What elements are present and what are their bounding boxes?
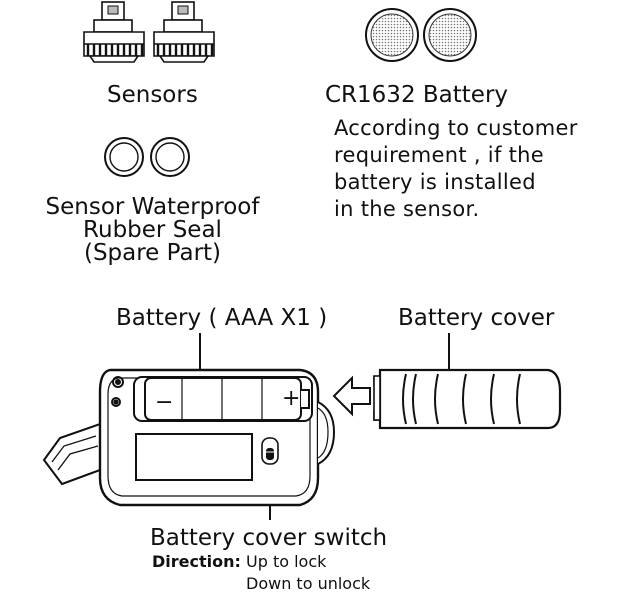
sensor-2 (153, 1, 215, 63)
battery-cover-switch-label: Battery cover switch (150, 525, 388, 551)
battery-aaa-label: Battery ( AAA X1 ) (116, 305, 328, 331)
battery-minus-sign: − (155, 390, 174, 415)
coin-cells-illustration (365, 8, 477, 62)
battery-cover-part (373, 368, 562, 430)
rubber-seal-ring-1 (104, 137, 144, 177)
rubber-seal-label-line-1: Sensor Waterproof (45, 194, 260, 220)
direction-block: Direction: (152, 552, 241, 572)
direction-line-2: Down to unlock (246, 574, 371, 593)
direction-separator: : (234, 552, 241, 571)
battery-note-line-3: battery is installed (334, 170, 536, 194)
direction-key: Direction (152, 552, 235, 571)
sensors-label: Sensors (107, 82, 198, 108)
rubber-seal-label-line-2: Rubber Seal (83, 217, 222, 243)
battery-cover-label: Battery cover (398, 305, 555, 331)
battery-cell-label: CR1632 Battery (325, 82, 509, 108)
insert-arrow-icon (332, 375, 371, 417)
battery-cover-switch[interactable] (261, 437, 279, 465)
rubber-seal-illustration (104, 137, 190, 177)
screw-top-left (112, 376, 124, 388)
rubber-seal-label-line-3: (Spare Part) (83, 240, 222, 266)
display-window (135, 433, 253, 481)
battery-note-line-1: According to customer (334, 116, 578, 140)
battery-note-line-4: in the sensor. (334, 197, 480, 221)
battery-note-line-2: requirement , if the (334, 143, 544, 167)
battery-plus-sign: + (282, 386, 301, 411)
coin-cell-1 (365, 8, 419, 62)
direction-line-1: Up to lock (246, 552, 327, 571)
screw-bottom-left (111, 397, 121, 407)
rubber-seal-ring-2 (150, 137, 190, 177)
sensors-illustration (83, 1, 215, 63)
sensor-1 (83, 1, 145, 63)
coin-cell-2 (423, 8, 477, 62)
side-button (317, 401, 336, 465)
